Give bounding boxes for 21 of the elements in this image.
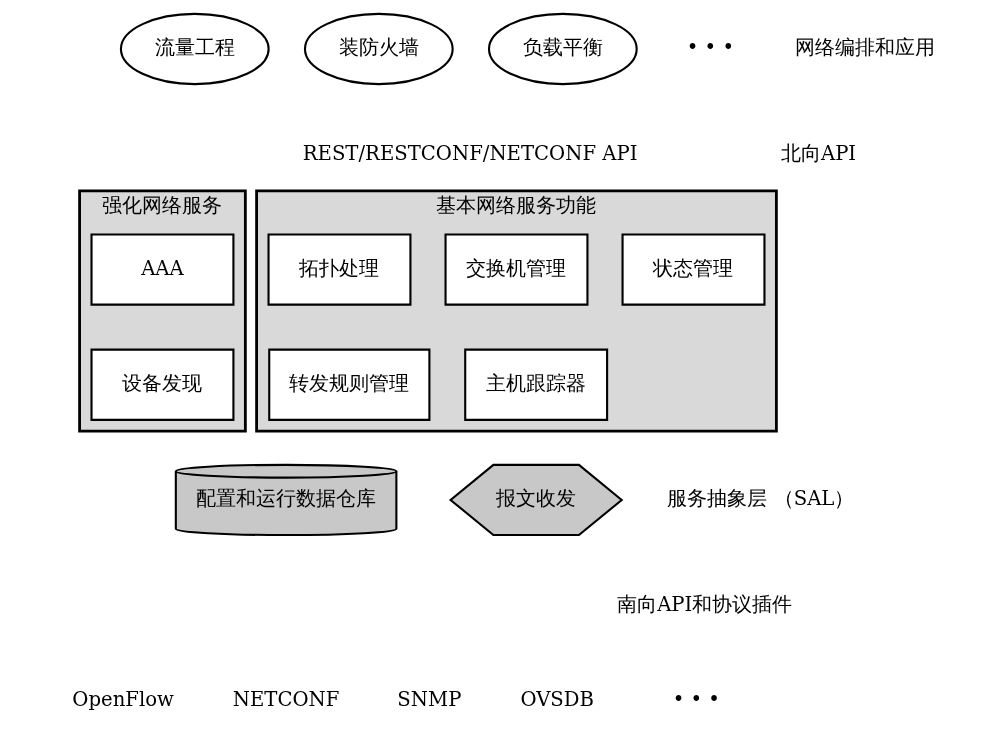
node-box: 主机跟踪器	[464, 348, 609, 421]
label: 南向API和协议插件	[617, 592, 793, 616]
label: NETCONF	[232, 688, 340, 712]
node-ellipse: 装防火墙	[303, 12, 454, 86]
node-box: 交换机管理	[444, 233, 589, 306]
node-ellipse: 流量工程	[119, 12, 270, 86]
node-box: AAA	[90, 233, 235, 306]
label: 网络编排和应用	[794, 36, 935, 60]
node-box: 设备发现	[90, 348, 235, 421]
label: OVSDB	[520, 688, 595, 712]
node-box: 转发规则管理	[268, 348, 431, 421]
label: OpenFlow	[72, 688, 174, 712]
label: 服务抽象层 （SAL）	[667, 487, 855, 511]
label: 北向API	[780, 141, 857, 165]
node-ellipse: 负载平衡	[487, 12, 638, 86]
label: SNMP	[397, 688, 462, 712]
label: • • •	[686, 36, 735, 60]
node-box: 拓扑处理	[267, 233, 412, 306]
label: • • •	[672, 688, 720, 712]
label: REST/RESTCONF/NETCONF API	[302, 141, 638, 165]
node-box: 状态管理	[621, 233, 766, 306]
